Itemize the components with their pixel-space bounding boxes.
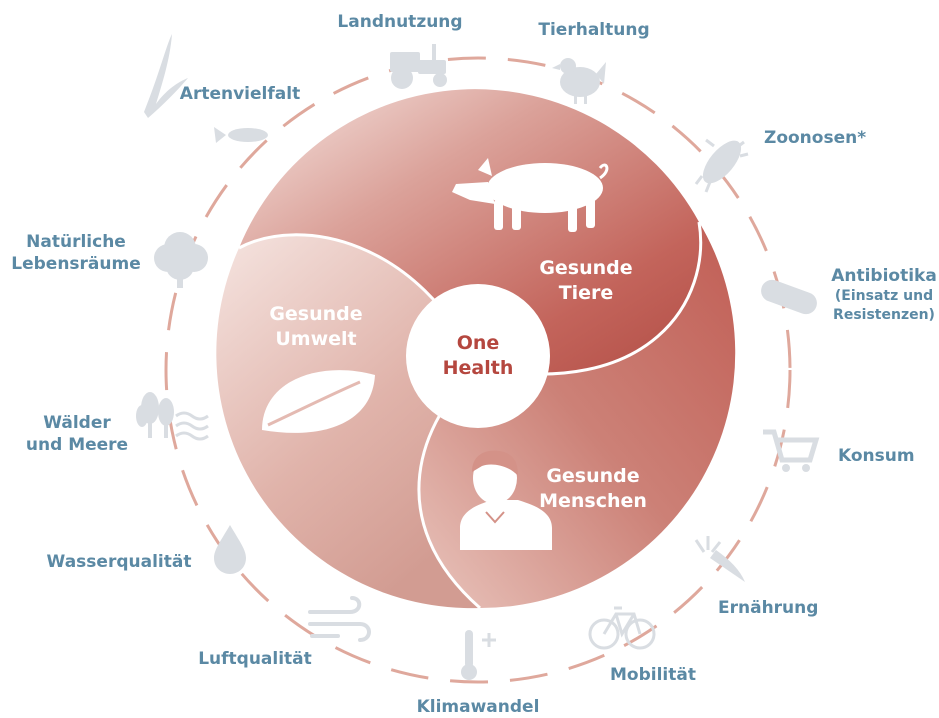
thermometer-icon (461, 630, 496, 680)
label-tierhaltung: Tierhaltung (538, 20, 650, 40)
label-landnutzung: Landnutzung (337, 12, 463, 32)
umwelt-line1: Gesunde (269, 303, 363, 325)
antibiotika-sub1: (Einsatz und (834, 288, 934, 304)
fish-icon (214, 127, 268, 143)
chicken-icon (552, 58, 606, 104)
waelder-line2: und Meere (25, 435, 129, 455)
label-artenvielfalt: Artenvielfalt (179, 84, 301, 104)
segment-tiere (239, 89, 701, 375)
label-ernaehrung: Ernährung (718, 598, 819, 618)
center-line1: One (456, 332, 500, 354)
wind-icon (308, 596, 371, 642)
pig-icon (452, 158, 609, 232)
lebensraeume-line1: Natürliche (26, 232, 126, 252)
center-line2: Health (442, 357, 514, 379)
pill-icon (761, 279, 817, 315)
tiere-line1: Gesunde (539, 257, 633, 279)
lebensraeume-line2: Lebensräume (11, 254, 141, 274)
cart-icon (763, 429, 820, 472)
segment-label-umwelt: Gesunde Umwelt (269, 302, 362, 352)
segment-label-tiere: Gesunde Tiere (539, 256, 632, 306)
forest-waves-icon (136, 392, 209, 441)
seagull-icon (144, 34, 188, 118)
label-klimawandel: Klimawandel (416, 697, 540, 717)
label-lebensraeume: Natürliche Lebensräume (11, 231, 140, 275)
label-mobilitaet: Mobilität (610, 665, 696, 685)
antibiotika-title: Antibiotika (831, 266, 937, 286)
outer-dashed-ring (164, 56, 792, 684)
antibiotika-sub2: Resistenzen) (833, 307, 935, 323)
label-wasserqualitaet: Wasserqualität (46, 552, 192, 572)
leaf-icon (262, 370, 375, 433)
menschen-line2: Menschen (539, 490, 647, 512)
tree-icon (154, 232, 208, 288)
bacteria-icon (694, 138, 749, 193)
tiere-line2: Tiere (558, 282, 614, 304)
umwelt-line2: Umwelt (275, 328, 357, 350)
carrot-icon (694, 536, 745, 582)
person-icon (460, 450, 552, 550)
menschen-line1: Gesunde (546, 465, 640, 487)
tractor-icon (390, 44, 447, 89)
waelder-line1: Wälder (43, 413, 111, 433)
bicycle-icon (588, 606, 656, 650)
water-drop-icon (214, 525, 246, 574)
center-circle (406, 284, 550, 428)
label-waelder: Wälder und Meere (26, 412, 128, 456)
label-konsum: Konsum (838, 446, 915, 466)
label-luftqualitaet: Luftqualität (198, 649, 312, 669)
center-label: One Health (443, 331, 514, 381)
label-antibiotika: Antibiotika (Einsatz und Resistenzen) (831, 265, 937, 325)
label-zoonosen: Zoonosen* (764, 128, 867, 148)
segment-label-menschen: Gesunde Menschen (539, 464, 647, 514)
